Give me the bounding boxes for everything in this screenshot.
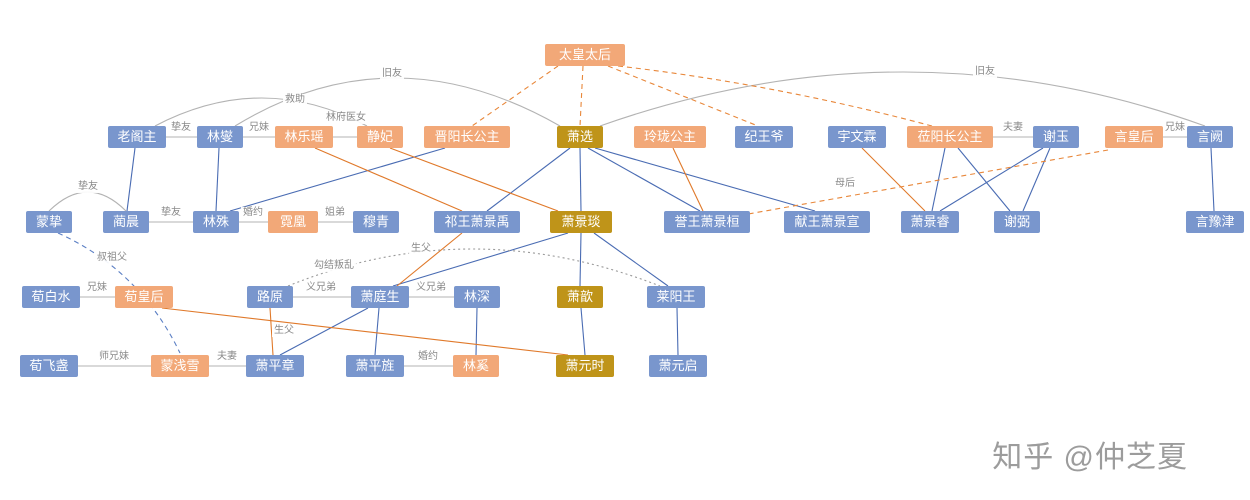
node-mengzhi: 蒙挚: [26, 211, 72, 233]
node-muqing: 穆青: [353, 211, 399, 233]
edge-label-luyuan-tingsheng: 义兄弟: [304, 282, 338, 294]
node-jingfei: 静妃: [357, 126, 403, 148]
node-jiwangye: 纪王爷: [735, 126, 793, 148]
edge-label-mengzhi-mengqianxue: 叔祖父: [95, 252, 129, 264]
node-yanque: 言阙: [1187, 126, 1233, 148]
edge-tingsheng-pingzhang: [279, 307, 369, 356]
edge-xiaoxuan-jingyan: [579, 147, 582, 212]
node-jinyang: 晋阳长公主: [424, 126, 510, 148]
edge-liyang-xiebi: [957, 147, 1011, 212]
node-yuwenlin: 宇文霖: [828, 126, 886, 148]
edge-label-laogezhu-linxie: 挚友: [169, 122, 193, 134]
edge-label-liyang-xieyu: 夫妻: [1001, 122, 1025, 134]
edge-tingsheng-pingjing: [374, 307, 380, 356]
node-xianwang: 献王萧景宣: [784, 211, 870, 233]
edge-xieyu-xiebi: [1022, 147, 1051, 212]
edge-yanque-yanyujin: [1210, 147, 1215, 212]
edge-mengzhi-linchen: [48, 191, 127, 212]
edge-liyang-jingrui: [931, 147, 946, 212]
node-yanhuanghou: 言皇后: [1105, 126, 1163, 148]
edge-yanhuanghou-yuwang: [736, 149, 1109, 217]
node-yanyujin: 言豫津: [1186, 211, 1244, 233]
edge-label-mengqianxue-pingzhang: 夫妻: [215, 351, 239, 363]
node-xiaoxin: 萧歆: [557, 286, 603, 308]
node-xunbaishui: 荀白水: [22, 286, 80, 308]
node-tingsheng: 萧庭生: [351, 286, 409, 308]
edge-xiaoxuan-qiwang: [486, 147, 571, 212]
edge-label-yanhuanghou-yuwang: 母后: [833, 178, 857, 190]
node-xunfeizhan: 荀飞盏: [20, 355, 78, 377]
edge-xiaoxuan-yanque: [599, 71, 1206, 127]
watermark: 知乎 @仲芝夏: [992, 441, 1188, 474]
node-linshen: 林深: [454, 286, 500, 308]
node-jingyan: 萧景琰: [550, 211, 612, 233]
node-pingjing: 萧平旌: [346, 355, 404, 377]
node-laiyangwang: 莱阳王: [647, 286, 705, 308]
edge-linshen-linxi: [475, 307, 478, 356]
node-laogezhu: 老阁主: [108, 126, 166, 148]
edge-xunhuanghou-yuanshi: [161, 307, 569, 356]
node-pingzhang: 萧平章: [246, 355, 304, 377]
edge-label-xiaoxuan-yanque: 旧友: [973, 66, 997, 78]
node-linchen: 蔺晨: [103, 211, 149, 233]
edge-xiaoxuan-xianwang: [594, 147, 816, 212]
node-yuanshi: 萧元时: [556, 355, 614, 377]
node-xieyu: 谢玉: [1033, 126, 1079, 148]
edge-label-laogezhu-jingfei: 救助: [283, 94, 307, 106]
edge-label-mengzhi-linchen: 挚友: [76, 181, 100, 193]
edge-linleyao-qiwang: [314, 147, 463, 212]
edge-luyuan-pingzhang: [269, 307, 274, 356]
node-linshu: 林殊: [193, 211, 239, 233]
node-linxie: 林燮: [197, 126, 243, 148]
edge-label-linleyao-jingfei: 林府医女: [324, 112, 368, 124]
edge-label-linchen-linshu: 挚友: [159, 207, 183, 219]
node-xunhuanghou: 荀皇后: [115, 286, 173, 308]
edge-linglong-yuwang: [672, 147, 704, 212]
edge-taihuangtaihou-liyang: [617, 65, 933, 127]
node-luyuan: 路原: [247, 286, 293, 308]
edge-taihuangtaihou-xiaoxuan: [579, 65, 584, 127]
edge-label-linshu-nihuang: 婚约: [241, 207, 265, 219]
edge-label-pingjing-linxi: 婚约: [416, 351, 440, 363]
edge-qiwang-tingsheng: [396, 232, 463, 287]
node-yuwang: 誉王萧景桓: [664, 211, 750, 233]
edge-laiyangwang-yuanqi: [676, 307, 679, 356]
node-nihuang: 霓凰: [268, 211, 318, 233]
edge-linxie-linshu: [215, 147, 220, 212]
node-linxi: 林奚: [453, 355, 499, 377]
node-xiebi: 谢弼: [994, 211, 1040, 233]
node-xiaoxuan: 萧选: [557, 126, 603, 148]
edge-label-xunbaishui-xunhuanghou: 兄妹: [85, 282, 109, 294]
edge-label-luyuan-pingzhang: 生父: [272, 325, 296, 337]
node-yuanqi: 萧元启: [649, 355, 707, 377]
node-jingrui: 萧景睿: [901, 211, 959, 233]
node-liyang: 莅阳长公主: [907, 126, 993, 148]
edge-label-qiwang-tingsheng: 生父: [409, 243, 433, 255]
edge-label-linxie-linleyao: 兄妹: [247, 122, 271, 134]
edge-label-nihuang-muqing: 姐弟: [323, 207, 347, 219]
edge-taihuangtaihou-jinyang: [471, 65, 559, 127]
edge-jingyan-laiyangwang: [593, 232, 669, 287]
edge-jinyang-linshu: [229, 147, 446, 212]
edge-laogezhu-linchen: [126, 147, 136, 212]
edge-label-linxie-xiaoxuan: 旧友: [380, 68, 404, 80]
edge-xiaoxuan-yuwang: [587, 147, 701, 212]
edge-label-yanhuanghou-yanque: 兄妹: [1163, 122, 1187, 134]
edge-jingyan-xiaoxin: [579, 232, 582, 287]
node-taihuangtaihou: 太皇太后: [545, 44, 625, 66]
edge-yuwenlin-jingrui: [861, 147, 926, 212]
edge-label-xunfeizhan-mengqianxue: 师兄妹: [97, 351, 131, 363]
edge-jingyan-tingsheng: [392, 232, 569, 287]
node-linleyao: 林乐瑶: [275, 126, 333, 148]
edge-jingfei-jingyan: [389, 147, 559, 212]
edge-mengzhi-mengqianxue: [57, 232, 181, 354]
edge-xiaoxin-yuanshi: [580, 307, 586, 356]
node-mengqianxue: 蒙浅雪: [151, 355, 209, 377]
edge-label-luyuan-laiyangwang: 勾结叛乱: [312, 260, 356, 272]
node-qiwang: 祁王萧景禹: [434, 211, 520, 233]
edge-label-tingsheng-linshen: 义兄弟: [414, 282, 448, 294]
node-linglong: 玲珑公主: [634, 126, 706, 148]
edge-xieyu-jingrui: [939, 147, 1044, 212]
